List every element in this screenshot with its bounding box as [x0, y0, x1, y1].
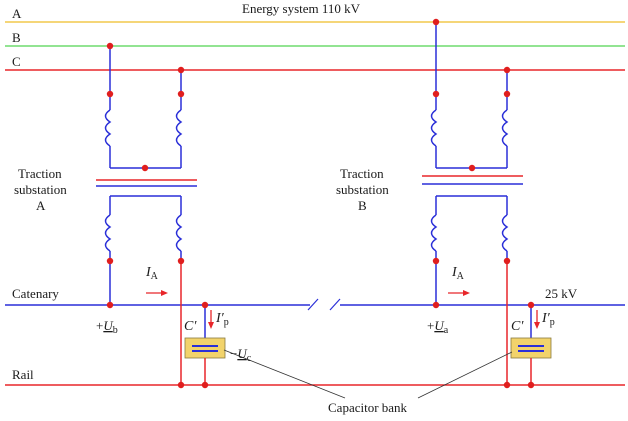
capacitor-c-label-1: C′	[184, 319, 197, 334]
node-dot	[177, 257, 185, 265]
transformer-coil	[175, 109, 183, 147]
transformer-coil	[430, 214, 438, 252]
capacitor-bank-label: Capacitor bank	[328, 400, 408, 415]
capacitor-bank-leader-line	[223, 349, 346, 399]
catenary-break-mark	[329, 298, 341, 311]
node-dot	[527, 301, 535, 309]
capacitor	[184, 337, 226, 359]
node-dot	[106, 42, 114, 50]
node-dot	[503, 257, 511, 265]
transformer-coil	[501, 109, 509, 147]
capacitor	[510, 337, 552, 359]
node-dot	[201, 301, 209, 309]
capacitor-c-label-2: C′	[511, 319, 524, 334]
node-dot	[201, 381, 209, 389]
node-dot	[177, 66, 185, 74]
catenary-label: Catenary	[12, 286, 59, 301]
transformer-coil	[104, 109, 112, 147]
voltage-25kv-label: 25 kV	[545, 286, 578, 301]
voltage-uc-label: −Uc	[230, 346, 252, 364]
node-dot	[503, 381, 511, 389]
phase-b-label: B	[12, 30, 21, 45]
current-ia-label-1: IA	[145, 265, 159, 282]
node-dot	[432, 257, 440, 265]
rail-label: Rail	[12, 367, 34, 382]
substation-a-label-line1: Traction	[18, 166, 62, 181]
capacitor-current-arrow-b-head	[534, 322, 540, 329]
substation-a-label-line2: substation	[14, 182, 67, 197]
current-ia-label-2: IA	[451, 265, 465, 282]
capacitor-current-arrow-a-head	[208, 322, 214, 329]
substation-b-label-line2: substation	[336, 182, 389, 197]
substation-a	[96, 42, 226, 389]
substation-b-label-line3: B	[358, 198, 367, 213]
current-ip-label-1: I′p	[215, 311, 229, 328]
node-dot	[503, 66, 511, 74]
phase-a-label: A	[12, 6, 22, 21]
node-dot	[106, 257, 114, 265]
current-arrow-a-head	[161, 290, 168, 296]
transformer-coil	[430, 109, 438, 147]
node-dot	[432, 90, 440, 98]
node-dot	[106, 301, 114, 309]
node-dot	[527, 381, 535, 389]
node-dot	[432, 301, 440, 309]
node-dot	[141, 164, 149, 172]
substation-b	[422, 18, 552, 389]
node-dot	[177, 90, 185, 98]
voltage-ub-label: +Ub	[96, 318, 118, 336]
transformer-coil	[501, 214, 509, 252]
substation-a-label-line3: A	[36, 198, 46, 213]
catenary-break-mark	[307, 298, 319, 311]
node-dot	[177, 381, 185, 389]
node-dot	[432, 18, 440, 26]
node-dot	[468, 164, 476, 172]
current-arrow-b-head	[463, 290, 470, 296]
phase-c-label: C	[12, 54, 21, 69]
capacitor-bank-leader-line	[417, 351, 513, 399]
transformer-coil	[104, 214, 112, 252]
node-dot	[503, 90, 511, 98]
node-dot	[106, 90, 114, 98]
transformer-coil	[175, 214, 183, 252]
energy-system-title: Energy system 110 kV	[242, 1, 361, 16]
voltage-ua-label: +Ua	[427, 318, 449, 336]
substation-b-label-line1: Traction	[340, 166, 384, 181]
current-ip-label-2: I′p	[541, 311, 555, 328]
